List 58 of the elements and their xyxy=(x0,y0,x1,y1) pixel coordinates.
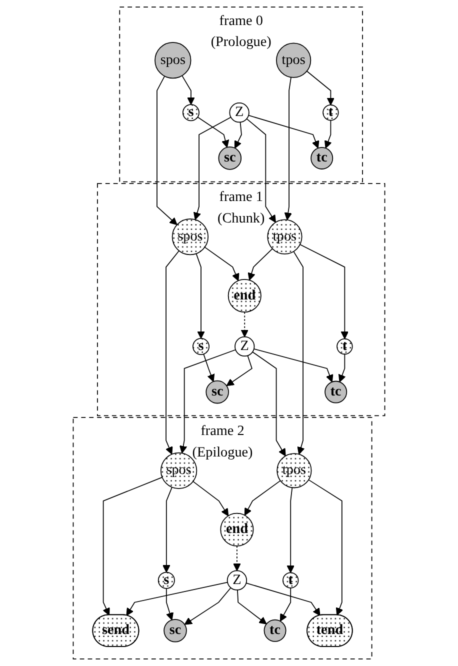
arrow xyxy=(300,244,349,340)
arrow xyxy=(179,349,236,454)
node-circle: tc xyxy=(324,380,348,404)
arrow xyxy=(284,76,292,220)
arrow xyxy=(166,588,174,620)
arrow xyxy=(126,582,228,616)
arrow xyxy=(248,248,273,281)
arrow xyxy=(192,480,229,516)
arrow xyxy=(102,476,163,616)
node-circle: end xyxy=(228,279,262,313)
arrow xyxy=(293,250,305,455)
arrow xyxy=(156,76,178,226)
arrow xyxy=(226,355,252,386)
arrow xyxy=(286,487,294,574)
arrow xyxy=(197,116,230,148)
arrow xyxy=(252,352,286,456)
arrow xyxy=(204,246,240,282)
arrow xyxy=(233,546,241,572)
node-circle: s xyxy=(158,572,175,589)
arrow xyxy=(203,354,215,382)
arrow xyxy=(162,486,172,573)
node-circle: t xyxy=(282,572,299,588)
arrow xyxy=(246,582,320,616)
node-circle: tpos xyxy=(276,453,312,488)
arrow xyxy=(196,253,205,339)
arrow xyxy=(324,120,332,148)
node-circle: s xyxy=(182,104,200,122)
arrow xyxy=(338,354,346,382)
arrow xyxy=(280,588,292,622)
arrow xyxy=(308,479,344,616)
arrow xyxy=(234,122,242,148)
arrow xyxy=(184,587,232,625)
node-circle: tpos xyxy=(267,219,302,254)
node-circle: Z xyxy=(229,102,250,123)
node-circle: sc xyxy=(164,618,187,642)
node-circle: sc xyxy=(206,380,229,404)
node-circle: s xyxy=(192,338,210,355)
node-circle: Z xyxy=(226,570,248,590)
arrow xyxy=(237,590,267,624)
node-circle: spos xyxy=(172,218,209,256)
arrow xyxy=(248,114,320,148)
node-circle: t xyxy=(336,338,353,355)
node-circle: Z xyxy=(234,336,255,357)
arrow xyxy=(254,348,334,382)
arrow xyxy=(193,116,232,220)
node-circle: spos xyxy=(154,42,192,79)
node-circle: end xyxy=(220,512,254,546)
node-circle: tc xyxy=(310,146,334,170)
arrow xyxy=(246,118,276,223)
arrow xyxy=(240,312,249,338)
arrow xyxy=(306,70,335,106)
arrow xyxy=(165,250,180,455)
node-circle: tpos xyxy=(276,42,312,78)
arrow xyxy=(182,75,195,105)
arrow xyxy=(244,480,281,516)
node-circle: sc xyxy=(218,146,242,170)
node-circle: tc xyxy=(264,619,286,642)
node-circle: t xyxy=(322,104,339,121)
